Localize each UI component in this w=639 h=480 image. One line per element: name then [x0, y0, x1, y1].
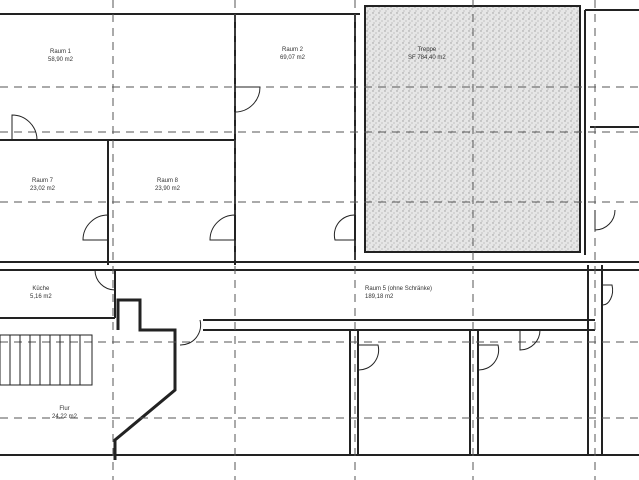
room-name: Küche — [32, 286, 50, 292]
room-label-raum-5: Raum 5 (ohne Schränke) 189,18 m2 — [365, 285, 432, 301]
room-area: 24,22 m2 — [52, 414, 78, 420]
room-label-raum-8: Raum 8 23,90 m2 — [155, 177, 180, 193]
room-name: Raum 7 — [32, 178, 54, 184]
room-label-raum-7: Raum 7 23,02 m2 — [30, 177, 55, 193]
room-label-raum-1: Raum 1 58,90 m2 — [48, 48, 73, 64]
room-name: Treppe — [417, 47, 437, 53]
room-area: 69,07 m2 — [280, 55, 306, 61]
walls — [0, 9, 639, 460]
room-label-treppe: Treppe SF 784,40 m2 — [408, 46, 446, 62]
stairs — [0, 334, 93, 386]
room-area: 23,02 m2 — [30, 186, 56, 192]
room-area: 23,90 m2 — [155, 186, 181, 192]
room-area: 189,18 m2 — [365, 294, 394, 300]
room-name: Flur — [59, 406, 70, 412]
room-area: SF 784,40 m2 — [408, 55, 446, 61]
room-label-kueche: Küche 5,16 m2 — [30, 285, 52, 301]
room-label-flur: Flur 24,22 m2 — [52, 405, 77, 421]
room-name: Raum 8 — [157, 178, 179, 184]
room-area: 5,16 m2 — [30, 294, 52, 300]
door-swings — [11, 86, 616, 371]
room-area: 58,90 m2 — [48, 57, 74, 63]
room-name: Raum 2 — [282, 47, 304, 53]
room-name: Raum 1 — [50, 49, 72, 55]
room-name: Raum 5 (ohne Schränke) — [365, 286, 433, 292]
room-label-raum-2: Raum 2 69,07 m2 — [280, 46, 305, 62]
